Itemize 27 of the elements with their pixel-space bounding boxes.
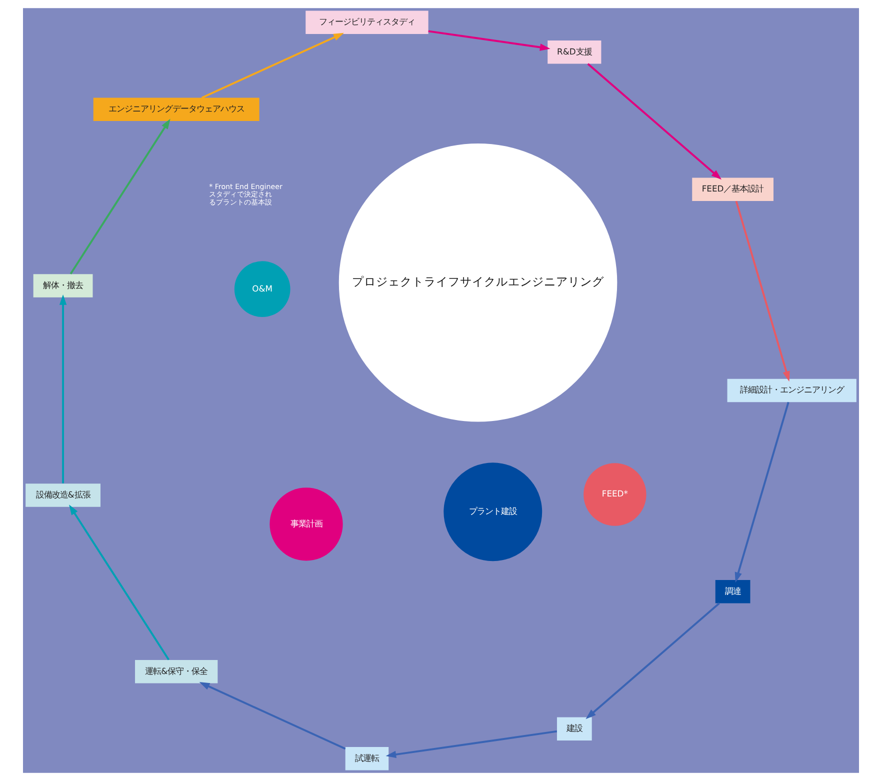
node-box: 建設 bbox=[556, 717, 592, 740]
arrow bbox=[68, 504, 170, 660]
node-box: フィージビリティスタディ bbox=[305, 10, 428, 34]
arrow bbox=[585, 602, 720, 720]
node-circle: 事業計画 bbox=[269, 488, 342, 561]
arrow bbox=[198, 682, 346, 750]
node-box: 試運転 bbox=[344, 747, 388, 770]
arrow bbox=[734, 402, 789, 583]
node-circle: O&M bbox=[234, 261, 290, 318]
node-circle: FEED* bbox=[583, 463, 646, 526]
node-box: 詳細設計・エンジニアリング bbox=[726, 378, 856, 402]
arrow bbox=[734, 200, 790, 382]
node-box: 設備改造&拡張 bbox=[25, 484, 100, 507]
node-box: 調達 bbox=[714, 580, 750, 604]
arrow bbox=[69, 118, 170, 274]
node-box: 解体・撤去 bbox=[32, 274, 92, 298]
node-box: FEED／基本設計 bbox=[692, 178, 773, 202]
node-box: R&D支援 bbox=[547, 40, 601, 64]
arrow bbox=[586, 63, 722, 180]
arrow bbox=[200, 32, 344, 99]
node-box: エンジニアリングデータウェアハウス bbox=[92, 98, 259, 122]
node-circle: プラント建設 bbox=[443, 462, 542, 562]
arrow bbox=[58, 294, 66, 484]
arrow bbox=[428, 30, 550, 51]
arrow bbox=[385, 730, 557, 758]
node-box: 運転&保守・保全 bbox=[134, 660, 218, 684]
node-circle: プロジェクトライフサイクルエンジニアリング bbox=[338, 144, 617, 422]
